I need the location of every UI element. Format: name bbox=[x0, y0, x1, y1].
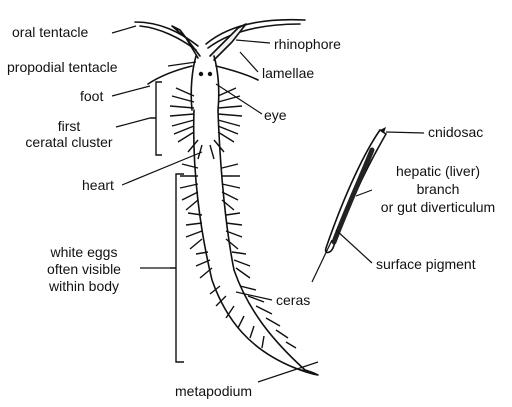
leader-lamellae bbox=[240, 52, 258, 72]
rhinophore-left bbox=[172, 26, 200, 58]
label-hepatic-1: hepatic (liver) bbox=[370, 163, 506, 179]
label-ceras: ceras bbox=[276, 292, 310, 308]
label-lamellae: lamellae bbox=[262, 65, 314, 81]
label-propodial-tentacle: propodial tentacle bbox=[7, 59, 118, 75]
bracket-eggs bbox=[170, 174, 184, 362]
leader-ceras-detail bbox=[312, 240, 332, 282]
label-cnidosac: cnidosac bbox=[428, 124, 483, 140]
label-white-eggs-3: within body bbox=[28, 278, 140, 294]
bracket-first-cluster bbox=[150, 82, 162, 155]
body-outline bbox=[194, 110, 305, 370]
label-hepatic-3: or gut diverticulum bbox=[370, 199, 506, 215]
label-white-eggs-1: white eggs bbox=[28, 244, 140, 260]
label-heart: heart bbox=[82, 177, 114, 193]
eye-dot-right bbox=[209, 73, 212, 76]
propodial-tentacle-left bbox=[148, 66, 192, 84]
leader-eye bbox=[216, 84, 262, 114]
label-foot: foot bbox=[80, 88, 103, 104]
label-surface-pigment: surface pigment bbox=[376, 256, 476, 272]
leader-heart bbox=[122, 152, 202, 185]
propodial-tentacle-right bbox=[216, 66, 258, 80]
head bbox=[191, 56, 219, 110]
label-metapodium: metapodium bbox=[175, 383, 252, 399]
eye-dot-left bbox=[200, 73, 203, 76]
label-eye: eye bbox=[264, 107, 287, 123]
label-white-eggs-2: often visible bbox=[28, 261, 140, 277]
cerata-clusters bbox=[170, 88, 296, 348]
label-hepatic-2: branch bbox=[370, 181, 506, 197]
label-first-ceratal-cluster-2: ceratal cluster bbox=[14, 134, 124, 150]
hepatic-branch-drawing bbox=[334, 150, 372, 242]
leader-cnidosac bbox=[386, 132, 424, 133]
leader-foot bbox=[112, 86, 150, 96]
label-first-ceratal-cluster-1: first bbox=[14, 118, 124, 134]
label-oral-tentacle: oral tentacle bbox=[12, 24, 88, 40]
leader-oral-tentacle bbox=[112, 26, 136, 33]
leader-rhinophore bbox=[236, 40, 270, 43]
label-rhinophore: rhinophore bbox=[274, 36, 341, 52]
leader-surface-pigment bbox=[336, 230, 372, 263]
rhinophore-right bbox=[210, 24, 246, 60]
